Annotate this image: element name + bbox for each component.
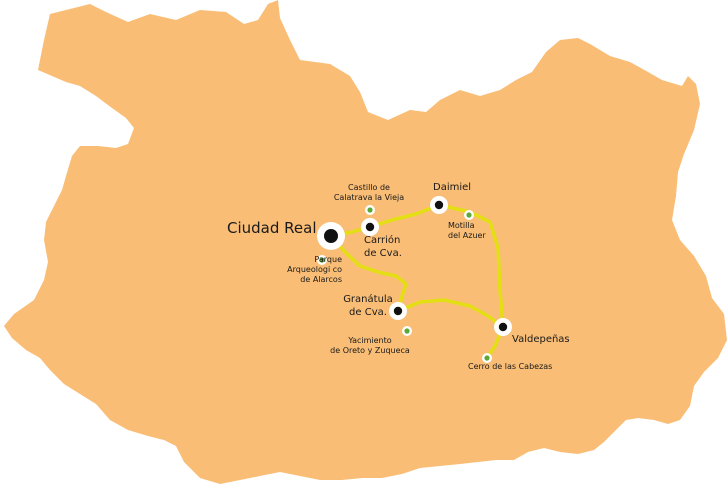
city-label-daimiel: Daimiel <box>433 182 472 193</box>
route-lines <box>329 203 505 360</box>
city-marker-daimiel <box>430 196 448 214</box>
city-marker-carrion <box>361 218 379 236</box>
city-marker-ciudad-real <box>317 222 345 250</box>
city-marker-granatula <box>389 302 407 320</box>
route-segment <box>396 298 505 329</box>
city-label-valdepenas: Valdepeñas <box>512 334 570 345</box>
site-label-cerro: Cerro de las Cabezas <box>468 362 553 371</box>
route-segment <box>437 203 505 329</box>
city-marker-valdepenas <box>494 318 512 336</box>
map-markers <box>317 196 512 363</box>
route-segment <box>329 234 408 313</box>
site-marker-castillo <box>365 205 375 215</box>
city-label-ciudad-real: Ciudad Real <box>227 219 317 237</box>
city-label-granatula: Granátula de Cva. <box>343 294 393 318</box>
city-label-carrion: Carrión de Cva. <box>364 235 402 259</box>
site-marker-alarcos <box>317 255 327 265</box>
site-label-motilla: Motilla del Azuer <box>448 221 486 240</box>
route-segment <box>368 203 441 229</box>
site-marker-oreto <box>402 326 412 336</box>
site-label-alarcos: Parque Arqueologi co de Alarcos <box>287 255 342 284</box>
site-label-oreto: Yacimiento de Oreto y Zuqueca <box>330 336 410 355</box>
site-marker-cerro <box>482 353 492 363</box>
site-label-castillo: Castillo de Calatrava la Vieja <box>333 183 405 202</box>
site-marker-motilla <box>464 210 474 220</box>
province-shape <box>4 0 727 484</box>
